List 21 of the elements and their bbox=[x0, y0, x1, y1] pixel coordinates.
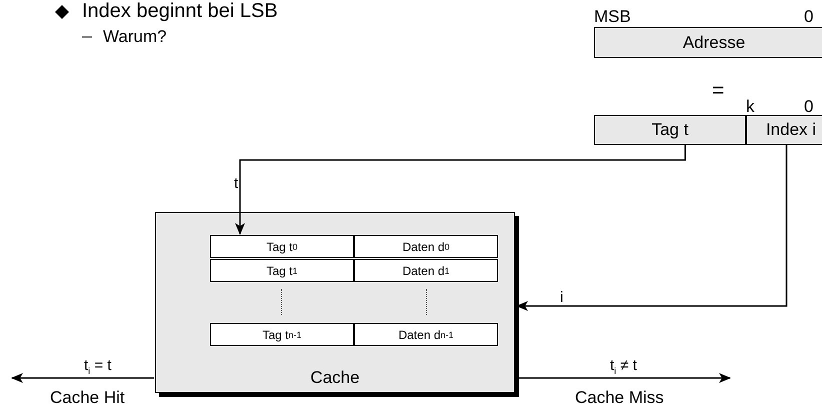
edge-label: t$_{i}$ = t bbox=[84, 358, 112, 376]
tag-field: Tag t bbox=[594, 115, 746, 145]
bit-label: 0 bbox=[804, 98, 814, 115]
arrow bbox=[11, 373, 154, 383]
edge-label: i bbox=[560, 290, 564, 305]
bullet-text: Index beginnt bei LSB bbox=[82, 1, 278, 21]
arrow bbox=[516, 145, 788, 311]
arrow bbox=[235, 145, 686, 235]
index-field: Index i bbox=[746, 115, 822, 145]
equals-sign: = bbox=[712, 80, 724, 101]
arrow bbox=[516, 373, 731, 383]
cache-label: Cache bbox=[310, 368, 360, 388]
bit-label: MSB bbox=[594, 8, 631, 25]
edge-label: t bbox=[234, 176, 238, 191]
bit-label: 0 bbox=[804, 8, 814, 25]
edge-label: t$_{i}$ ≠ t bbox=[610, 358, 637, 376]
bit-label: k bbox=[746, 98, 754, 115]
address-field: Adresse bbox=[594, 27, 822, 58]
sub-bullet-text: Warum? bbox=[103, 28, 167, 45]
outcome-label: Cache Hit bbox=[50, 389, 125, 406]
outcome-label: Cache Miss bbox=[575, 389, 664, 406]
